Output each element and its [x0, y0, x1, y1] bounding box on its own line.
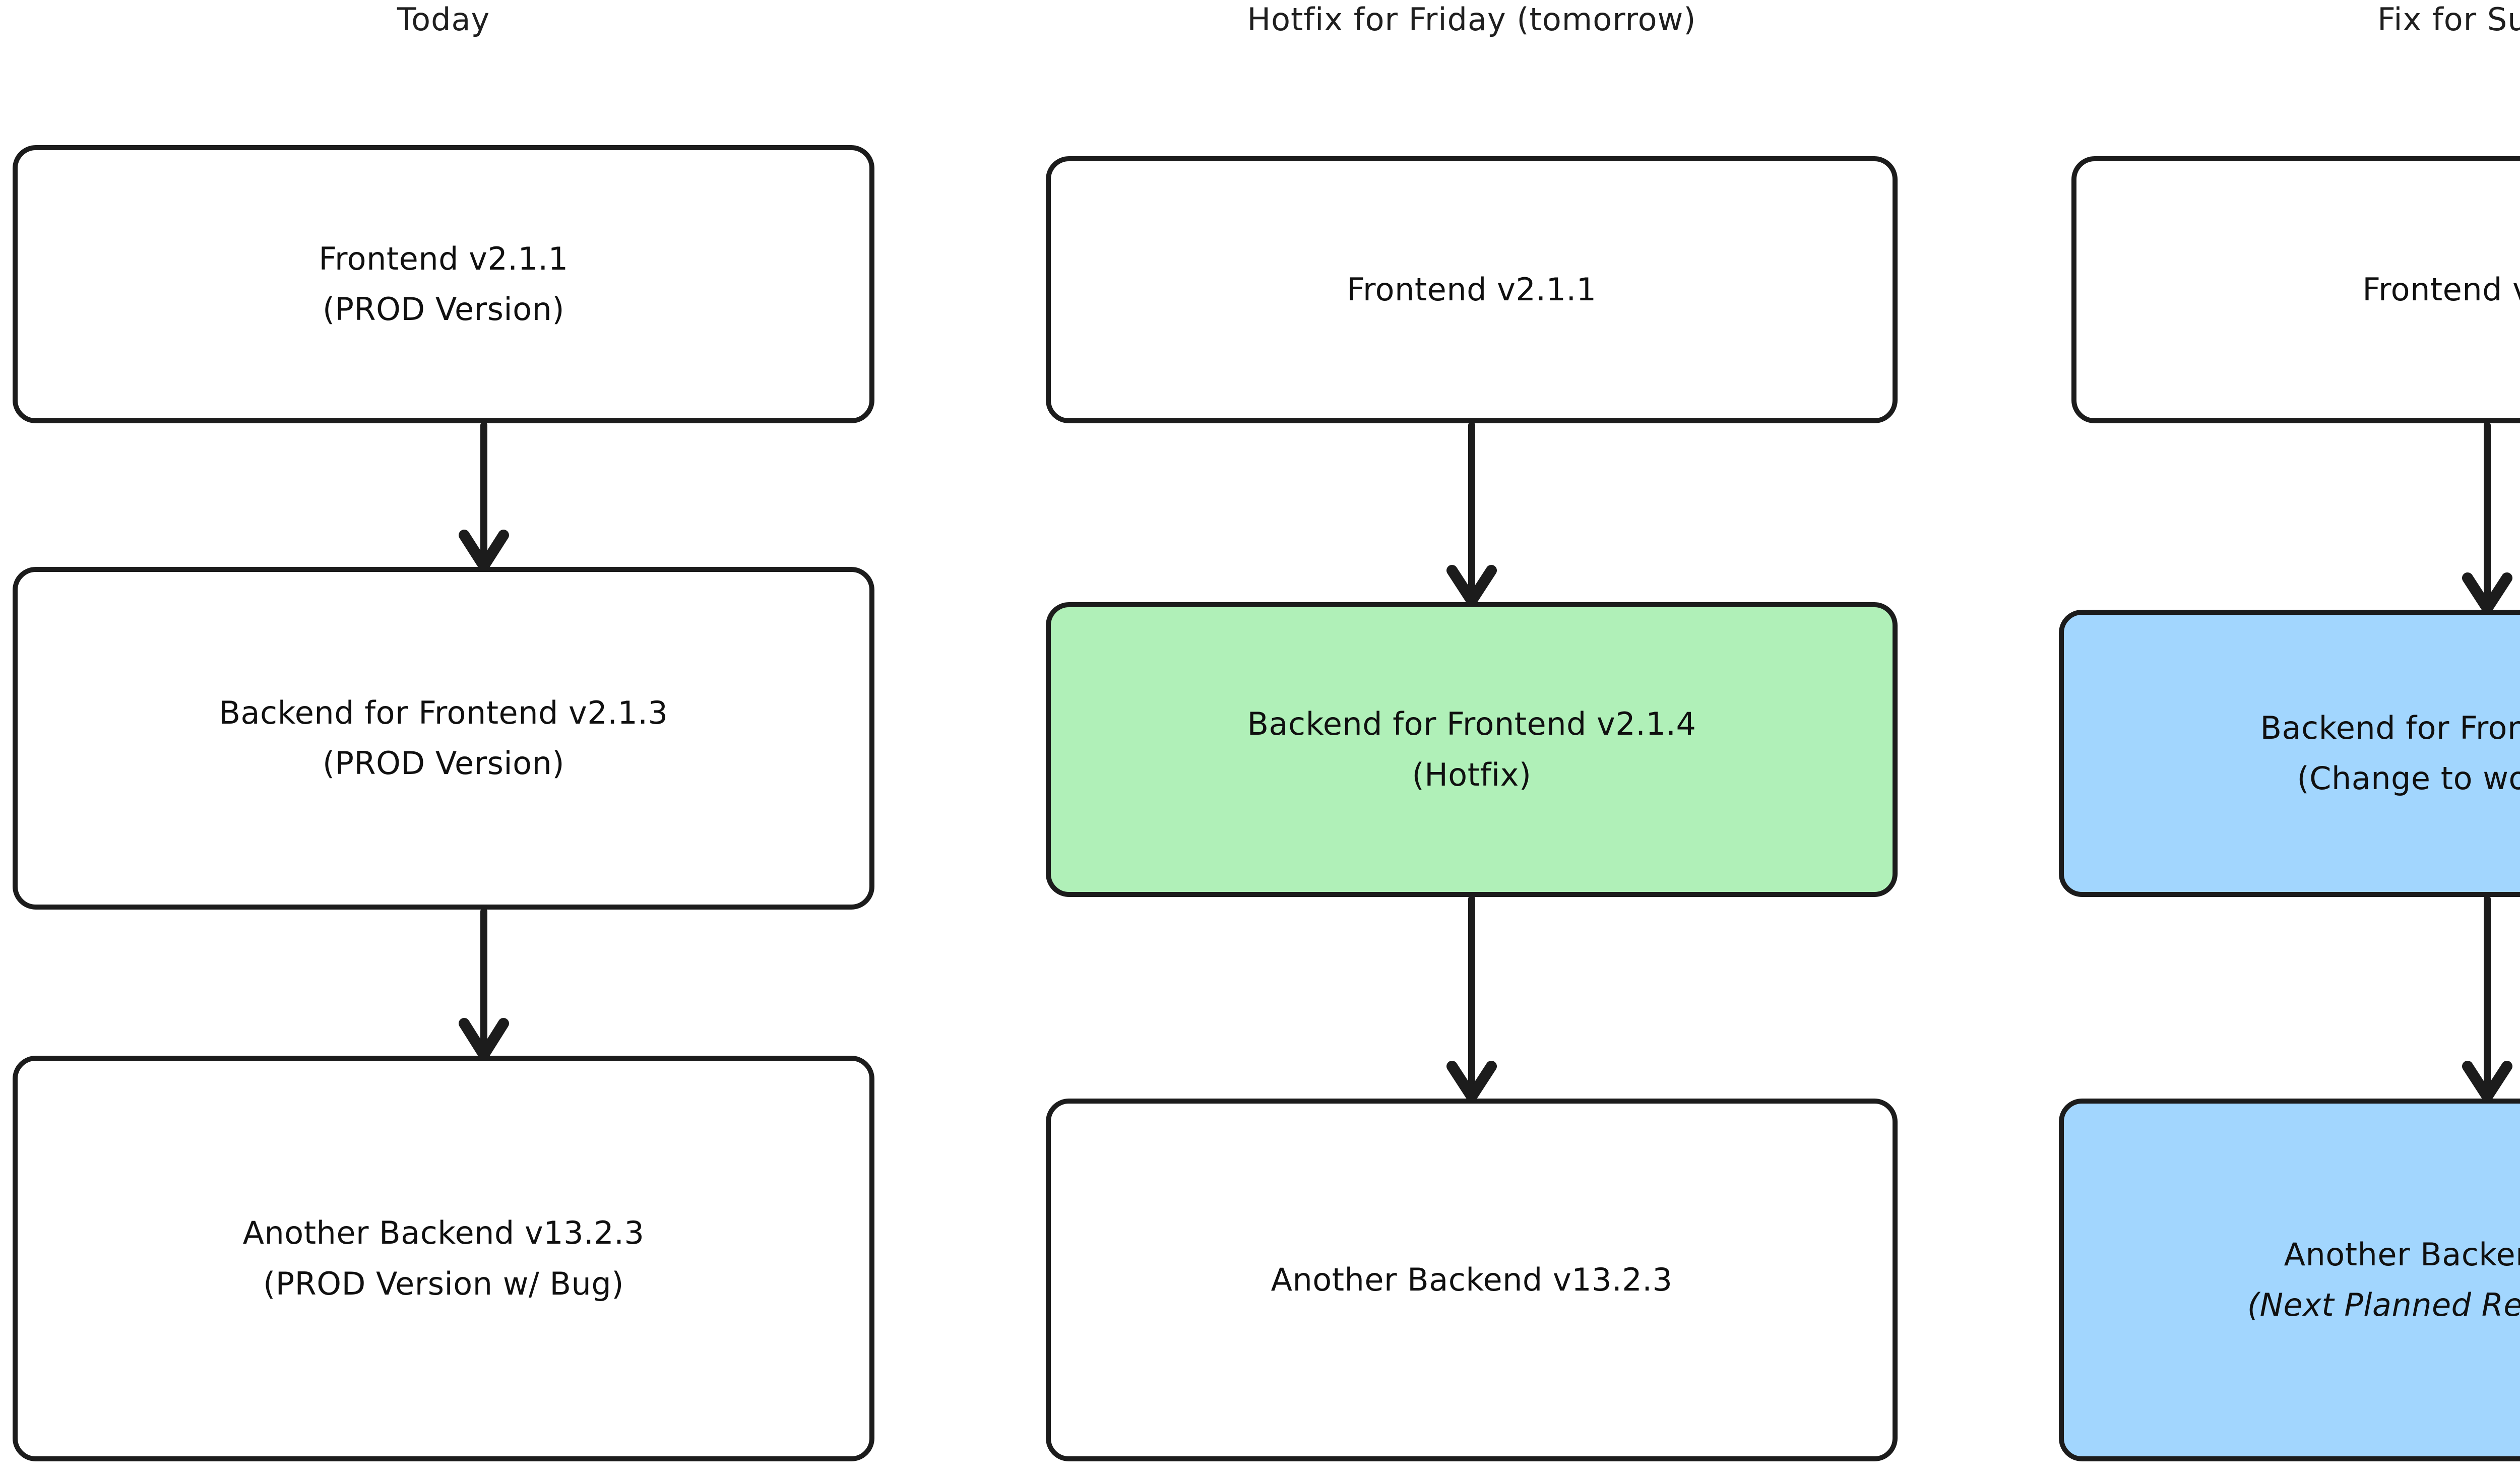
node-line-1: Another Backend v13.2.3 [1271, 1261, 1673, 1298]
node-line-1: Frontend v2.1.1 [319, 240, 569, 277]
node-sunday-another-backend[interactable]: Another Backend v13.3.0 (Next Planned Re… [2059, 1099, 2520, 1461]
arrow-friday-frontend-to-bff [1431, 422, 1512, 606]
arrow-today-frontend-to-bff [444, 422, 524, 571]
node-today-bff[interactable]: Backend for Frontend v2.1.3 (PROD Versio… [13, 567, 874, 910]
column-title-fix-sunday: Fix for Sunday [2377, 1, 2520, 38]
node-line-1: Backend for Frontend v2.1.4 [1247, 705, 1696, 743]
node-friday-frontend[interactable]: Frontend v2.1.1 [1046, 156, 1898, 423]
node-line-2: (PROD Version) [322, 745, 565, 782]
arrow-friday-bff-to-another-backend [1431, 895, 1512, 1102]
node-line-2: (Next Planned Release w/ Fix) [2247, 1287, 2520, 1323]
node-line-2: (Change to work w/ Fix) [2297, 760, 2520, 797]
arrow-today-bff-to-another-backend [444, 908, 524, 1060]
node-line-1: Backend for Frontend v2.1.3 [219, 694, 668, 731]
node-friday-bff[interactable]: Backend for Frontend v2.1.4 (Hotfix) [1046, 602, 1898, 897]
node-today-another-backend[interactable]: Another Backend v13.2.3 (PROD Version w/… [13, 1056, 874, 1461]
node-line-2: (Hotfix) [1412, 756, 1532, 793]
column-title-hotfix-friday: Hotfix for Friday (tomorrow) [1247, 1, 1696, 38]
node-line-1: Another Backend v13.2.3 [242, 1214, 645, 1252]
node-friday-another-backend[interactable]: Another Backend v13.2.3 [1046, 1099, 1898, 1461]
node-line-1: Frontend v2.1.1 [1347, 271, 1597, 308]
node-today-frontend[interactable]: Frontend v2.1.1 (PROD Version) [13, 145, 874, 423]
arrow-sunday-bff-to-another-backend [2447, 895, 2520, 1102]
arrow-sunday-frontend-to-bff [2447, 422, 2520, 614]
node-line-1: Frontend v2.1.1 [2362, 271, 2520, 308]
node-line-2: (PROD Version) [322, 291, 565, 328]
node-line-1: Another Backend v13.3.0 [2284, 1236, 2520, 1273]
node-sunday-frontend[interactable]: Frontend v2.1.1 [2071, 156, 2520, 423]
node-line-2: (PROD Version w/ Bug) [263, 1265, 624, 1302]
node-line-1: Backend for Frontend v2.1.5 [2260, 709, 2520, 746]
node-sunday-bff[interactable]: Backend for Frontend v2.1.5 (Change to w… [2059, 610, 2520, 897]
column-title-today: Today [397, 1, 490, 38]
